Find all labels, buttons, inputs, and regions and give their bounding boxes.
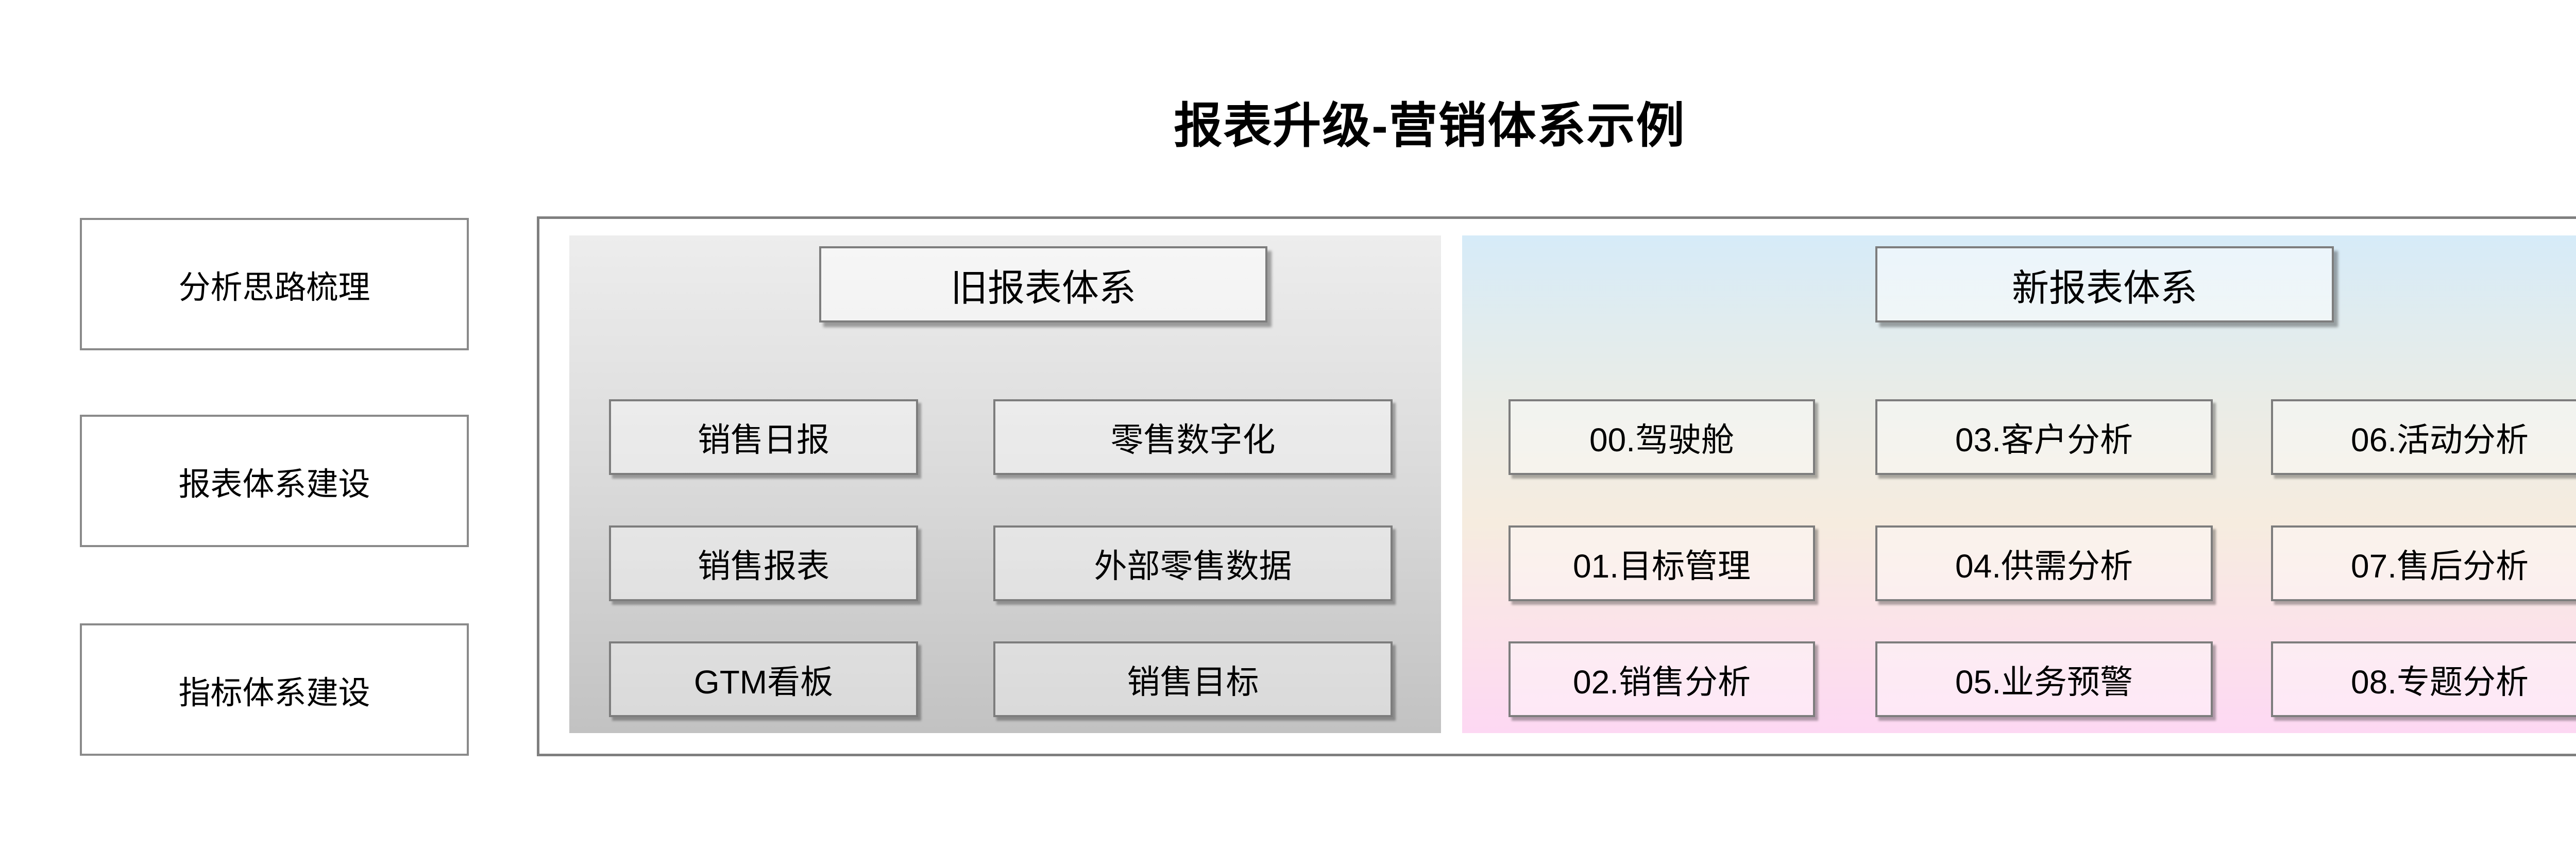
old-system-header: 旧报表体系 [819, 246, 1267, 322]
box-label: 06.活动分析 [2351, 421, 2529, 459]
box-label: 07.售后分析 [2351, 547, 2529, 585]
box-label: 01.目标管理 [1573, 547, 1751, 585]
page-title: 报表升级-营销体系示例 [1174, 98, 1686, 152]
sidebar-item-metric-system-building: 指标体系建设 [80, 623, 469, 756]
sidebar-item-label: 分析思路梳理 [178, 269, 370, 305]
new-box-special-topic-analysis: 08.专题分析 [2271, 641, 2576, 717]
new-box-campaign-analysis: 06.活动分析 [2271, 399, 2576, 475]
new-box-cockpit: 00.驾驶舱 [1509, 399, 1815, 475]
box-label: 销售日报 [698, 421, 829, 459]
box-label: GTM看板 [693, 663, 834, 701]
old-report-system-panel: 旧报表体系 销售日报 零售数字化 销售报表 外部零售数据 GTM看板 销售目标 [569, 235, 1441, 733]
old-box-retail-digitalization: 零售数字化 [993, 399, 1393, 475]
new-box-target-management: 01.目标管理 [1509, 525, 1815, 601]
old-box-sales-report: 销售报表 [609, 525, 918, 601]
box-label: 销售目标 [1127, 663, 1259, 701]
sidebar-item-report-system-building: 报表体系建设 [80, 415, 469, 547]
new-report-system-panel: 新报表体系 00.驾驶舱 03.客户分析 06.活动分析 01.目标管理 04.… [1462, 235, 2576, 733]
new-box-sales-analysis: 02.销售分析 [1509, 641, 1815, 717]
sidebar-item-label: 指标体系建设 [178, 675, 370, 711]
sidebar-item-label: 报表体系建设 [178, 466, 370, 502]
old-system-header-label: 旧报表体系 [950, 267, 1136, 309]
box-label: 05.业务预警 [1955, 663, 2133, 701]
box-label: 02.销售分析 [1573, 663, 1751, 701]
new-box-supply-demand-analysis: 04.供需分析 [1875, 525, 2213, 601]
box-label: 外部零售数据 [1094, 547, 1292, 585]
old-box-external-retail-data: 外部零售数据 [993, 525, 1393, 601]
old-box-sales-daily: 销售日报 [609, 399, 918, 475]
box-label: 04.供需分析 [1955, 547, 2133, 585]
box-label: 00.驾驶舱 [1589, 421, 1734, 459]
new-box-customer-analysis: 03.客户分析 [1875, 399, 2213, 475]
new-system-header: 新报表体系 [1875, 246, 2334, 322]
old-box-gtm-dashboard: GTM看板 [609, 641, 918, 717]
box-label: 零售数字化 [1110, 421, 1276, 459]
new-system-header-label: 新报表体系 [2011, 267, 2197, 309]
new-box-business-alert: 05.业务预警 [1875, 641, 2213, 717]
old-box-sales-target: 销售目标 [993, 641, 1393, 717]
box-label: 03.客户分析 [1955, 421, 2133, 459]
box-label: 08.专题分析 [2351, 663, 2529, 701]
new-box-after-sales-analysis: 07.售后分析 [2271, 525, 2576, 601]
box-label: 销售报表 [698, 547, 829, 585]
sidebar-item-analysis-approach: 分析思路梳理 [80, 218, 469, 350]
main-frame: 旧报表体系 销售日报 零售数字化 销售报表 外部零售数据 GTM看板 销售目标 [537, 216, 2576, 756]
